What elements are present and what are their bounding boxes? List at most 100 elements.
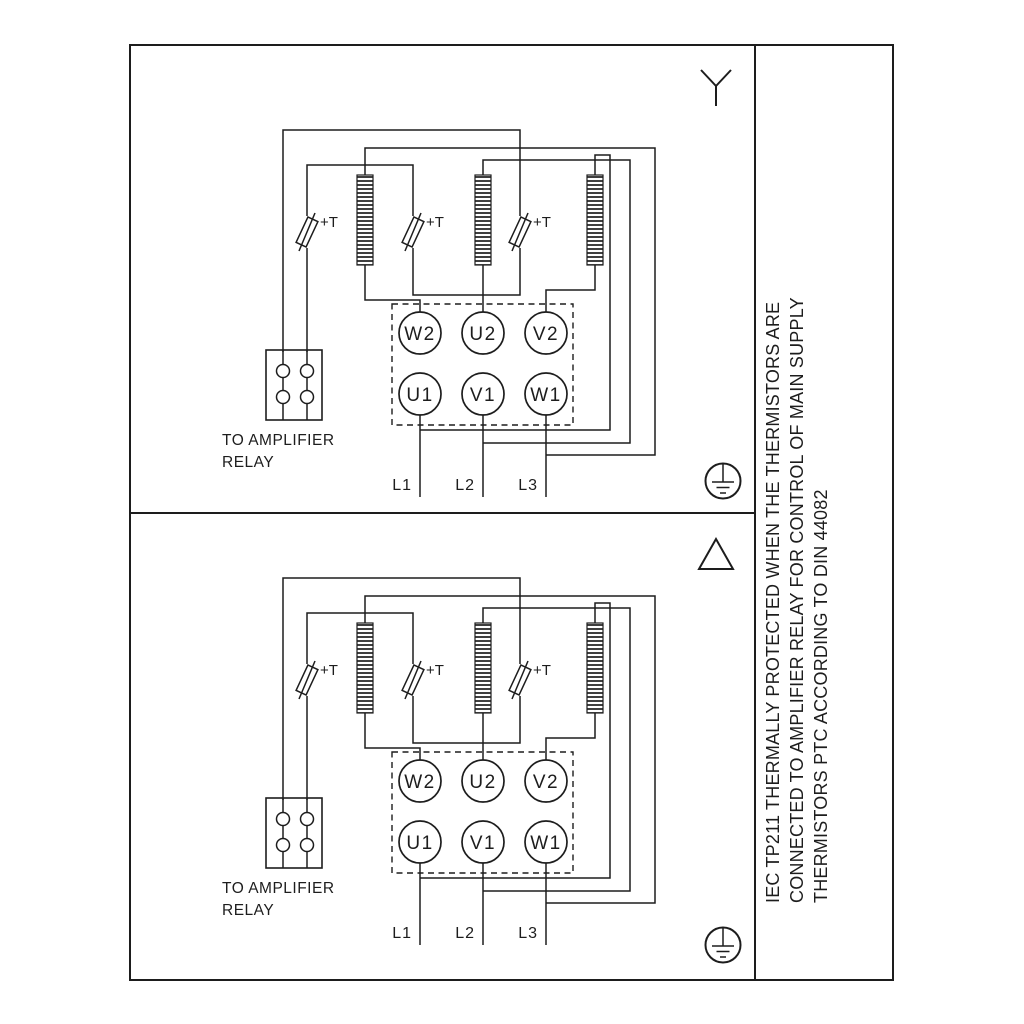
terminal-label: W2 <box>404 772 436 793</box>
terminal-board-outline <box>391 303 574 426</box>
terminal-label: V2 <box>533 772 559 793</box>
star-symbol-icon <box>700 69 732 106</box>
relay-block-outline <box>265 797 323 869</box>
terminal-w2: W2 <box>398 759 442 803</box>
thermistor-label: +T <box>533 662 551 679</box>
terminal-w2: W2 <box>398 311 442 355</box>
terminal-u1: U1 <box>398 372 442 416</box>
terminal-v1: V1 <box>461 372 505 416</box>
thermistor-icon <box>508 660 532 700</box>
relay-block-outline <box>265 349 323 421</box>
wire-t1-t2 <box>306 164 414 216</box>
thermistor-icon <box>508 212 532 252</box>
relay-caption-line1: TO AMPLIFIER <box>222 432 335 449</box>
thermistor-icon <box>295 660 319 700</box>
wire-winding3-supply <box>420 154 611 431</box>
side-note-line3: THERMISTORS PTC ACCORDING TO DIN 44082 <box>811 489 831 903</box>
motor-winding-icon <box>356 622 374 714</box>
supply-label-l3: L3 <box>518 477 538 494</box>
relay-caption-line1: TO AMPLIFIER <box>222 880 335 897</box>
motor-winding-icon <box>474 622 492 714</box>
terminal-label: U2 <box>469 772 496 793</box>
supply-labels: L1 L2 L3 <box>392 477 538 494</box>
wire-winding2-supply <box>482 607 631 892</box>
wire-t1-t2 <box>306 612 414 664</box>
terminal-u2: U2 <box>461 759 505 803</box>
wire-winding1-supply <box>364 147 656 456</box>
supply-label-l1: L1 <box>392 925 412 942</box>
thermistor-icon <box>401 212 425 252</box>
relay-terminal <box>299 363 315 379</box>
thermistor-label: +T <box>533 214 551 231</box>
wire-relay-t3-loop <box>282 129 521 352</box>
wire-winding2-supply <box>482 159 631 444</box>
earth-symbol-icon <box>704 462 742 500</box>
wire-t2-t3 <box>412 696 521 744</box>
terminal-w1: W1 <box>524 820 568 864</box>
terminal-label: U1 <box>406 833 433 854</box>
terminal-label: U2 <box>469 324 496 345</box>
motor-windings <box>356 174 604 266</box>
terminal-label: W1 <box>530 833 562 854</box>
terminal-label: V2 <box>533 324 559 345</box>
wiring <box>282 577 656 945</box>
terminal-label: V1 <box>470 385 496 406</box>
terminal-v2: V2 <box>524 311 568 355</box>
supply-label-l1: L1 <box>392 477 412 494</box>
side-note: IEC TP211 THERMALLY PROTECTED WHEN THE T… <box>763 297 831 903</box>
relay-terminal <box>299 837 315 853</box>
thermistor-label: +T <box>320 214 338 231</box>
terminal-board: W2 U2 V2 U1 V1 W1 <box>391 303 574 426</box>
terminal-u1: U1 <box>398 820 442 864</box>
relay-caption-line2: RELAY <box>222 902 274 919</box>
terminal-label: W2 <box>404 324 436 345</box>
delta-connection-diagram: +T +T +T W2 U2 V2 U1 V <box>222 577 656 945</box>
amplifier-relay-block: TO AMPLIFIER RELAY <box>222 797 335 919</box>
relay-terminal <box>275 389 291 405</box>
motor-winding-icon <box>474 174 492 266</box>
relay-terminal <box>299 811 315 827</box>
wiring <box>282 129 656 497</box>
wire-relay-t3-loop <box>282 577 521 800</box>
relay-terminal <box>275 363 291 379</box>
wire-winding1-supply <box>364 595 656 904</box>
supply-label-l2: L2 <box>455 925 475 942</box>
motor-windings <box>356 622 604 714</box>
wire-winding3-v2 <box>545 265 596 313</box>
side-note-line1: IEC TP211 THERMALLY PROTECTED WHEN THE T… <box>763 302 783 903</box>
relay-terminal <box>275 837 291 853</box>
relay-terminal <box>299 389 315 405</box>
terminal-board: W2 U2 V2 U1 V1 W1 <box>391 751 574 874</box>
wire-winding1-w2 <box>364 265 421 313</box>
relay-caption-line2: RELAY <box>222 454 274 471</box>
thermistors: +T +T +T <box>295 660 551 700</box>
thermistors: +T +T +T <box>295 212 551 252</box>
star-connection-diagram: +T +T +T W2 U2 V2 U1 <box>222 129 656 497</box>
terminal-label: W1 <box>530 385 562 406</box>
delta-symbol-icon <box>697 536 735 570</box>
motor-winding-icon <box>586 174 604 266</box>
thermistor-icon <box>295 212 319 252</box>
supply-labels: L1 L2 L3 <box>392 925 537 942</box>
thermistor-label: +T <box>320 662 338 679</box>
terminal-v1: V1 <box>461 820 505 864</box>
side-note-line2: CONNECTED TO AMPLIFIER RELAY FOR CONTROL… <box>787 297 807 903</box>
motor-winding-icon <box>586 622 604 714</box>
terminal-v2: V2 <box>524 759 568 803</box>
terminal-label: V1 <box>470 833 496 854</box>
wire-winding3-supply <box>420 602 611 879</box>
earth-symbol-icon <box>704 926 742 964</box>
thermistor-label: +T <box>426 662 444 679</box>
wire-t2-t3 <box>412 248 521 296</box>
thermistor-label: +T <box>426 214 444 231</box>
amplifier-relay-block: TO AMPLIFIER RELAY <box>222 349 335 471</box>
terminal-board-outline <box>391 751 574 874</box>
wire-winding1-w2 <box>364 713 421 761</box>
motor-winding-icon <box>356 174 374 266</box>
terminal-w1: W1 <box>524 372 568 416</box>
terminal-label: U1 <box>406 385 433 406</box>
thermistor-icon <box>401 660 425 700</box>
supply-label-l2: L2 <box>455 477 475 494</box>
